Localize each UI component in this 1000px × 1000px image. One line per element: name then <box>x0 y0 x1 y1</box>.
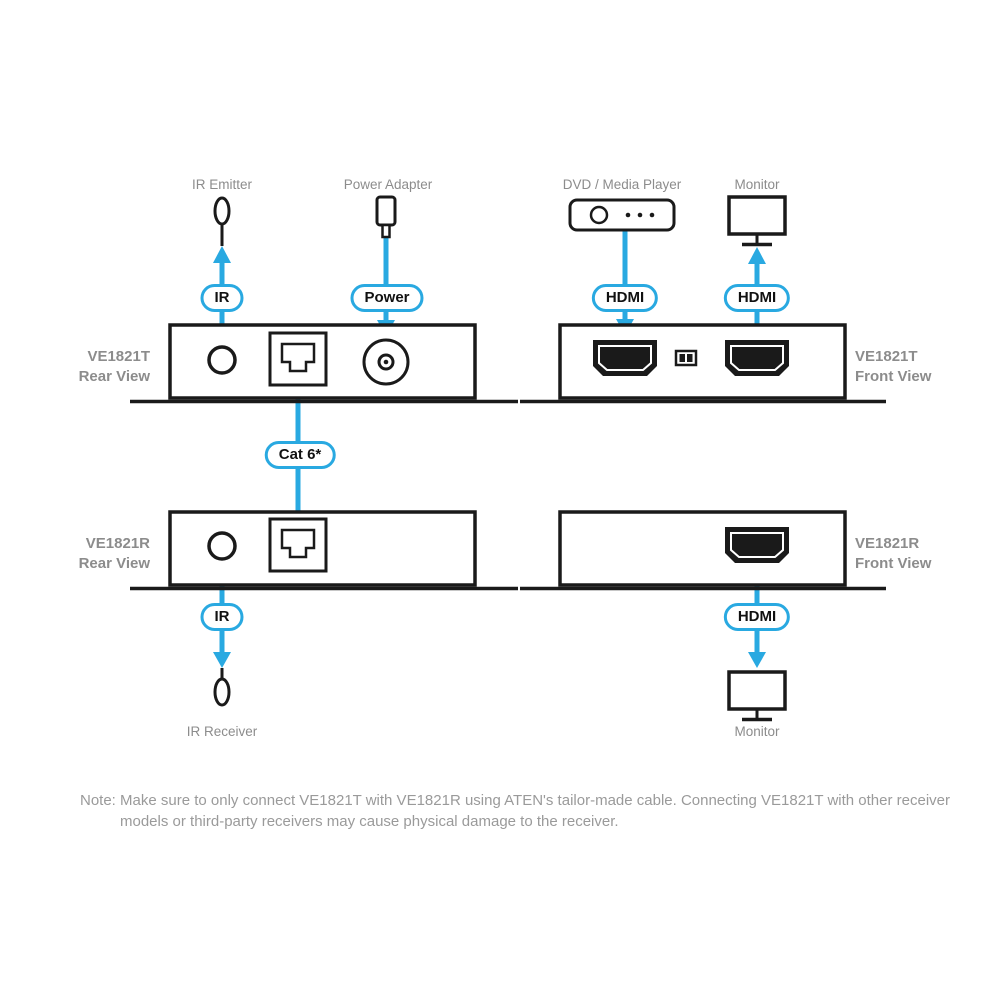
dvd-player-label: DVD / Media Player <box>562 177 682 192</box>
power-adapter-label: Power Adapter <box>343 177 433 192</box>
ve1821t-front-device <box>520 323 886 404</box>
hdmi-bottom-pill: HDMI <box>723 603 791 631</box>
device-view: Front View <box>855 555 932 572</box>
monitor-bottom-label: Monitor <box>734 724 780 739</box>
hdmi-out-port <box>725 527 789 563</box>
arrow-down-icon <box>213 652 231 668</box>
device-model: VE1821T <box>87 348 150 365</box>
ve1821r-rear-label: VE1821R Rear View <box>40 534 150 574</box>
arrow-up-icon <box>748 247 766 264</box>
hdmi-out-port <box>725 340 789 376</box>
device-view: Rear View <box>78 368 150 385</box>
power-jack-port <box>362 338 410 386</box>
monitor-icon <box>727 670 787 722</box>
ve1821r-front-label: VE1821R Front View <box>855 534 931 574</box>
note-line-1: Note: Make sure to only connect VE1821T … <box>80 792 950 809</box>
power-pill: Power <box>350 284 424 312</box>
device-model: VE1821R <box>855 535 920 552</box>
ir-jack-port <box>207 345 237 375</box>
ve1821t-rear-device <box>130 323 518 404</box>
ir-emitter-label: IR Emitter <box>191 177 253 192</box>
hdmi-in-port <box>593 340 657 376</box>
note-line-2: models or third-party receivers may caus… <box>120 813 619 830</box>
device-view: Rear View <box>78 555 150 572</box>
ir-emitter-icon <box>213 196 231 246</box>
ve1821r-rear-device <box>130 510 518 591</box>
device-model: VE1821R <box>85 535 150 552</box>
hdmi-out-top-pill: HDMI <box>723 284 791 312</box>
device-view: Front View <box>855 368 932 385</box>
dvd-player-icon <box>568 198 676 232</box>
ir-pill-bottom: IR <box>200 603 244 631</box>
monitor-top-label: Monitor <box>734 177 780 192</box>
arrow-up-icon <box>213 246 231 263</box>
ir-receiver-icon <box>213 668 231 707</box>
device-model: VE1821T <box>855 348 918 365</box>
ir-pill-top: IR <box>200 284 244 312</box>
ir-jack-port <box>207 531 237 561</box>
ve1821t-rear-label: VE1821T Rear View <box>40 347 150 387</box>
hdmi-in-pill: HDMI <box>591 284 659 312</box>
dip-switch <box>674 349 698 367</box>
arrow-down-icon <box>748 652 766 668</box>
rj45-port <box>268 331 328 387</box>
ve1821t-front-label: VE1821T Front View <box>855 347 931 387</box>
monitor-icon <box>727 195 787 247</box>
rj45-port <box>268 517 328 573</box>
cat6-pill: Cat 6* <box>264 441 336 469</box>
ir-receiver-label: IR Receiver <box>186 724 258 739</box>
power-adapter-icon <box>375 195 397 239</box>
ve1821r-front-device <box>520 510 886 591</box>
